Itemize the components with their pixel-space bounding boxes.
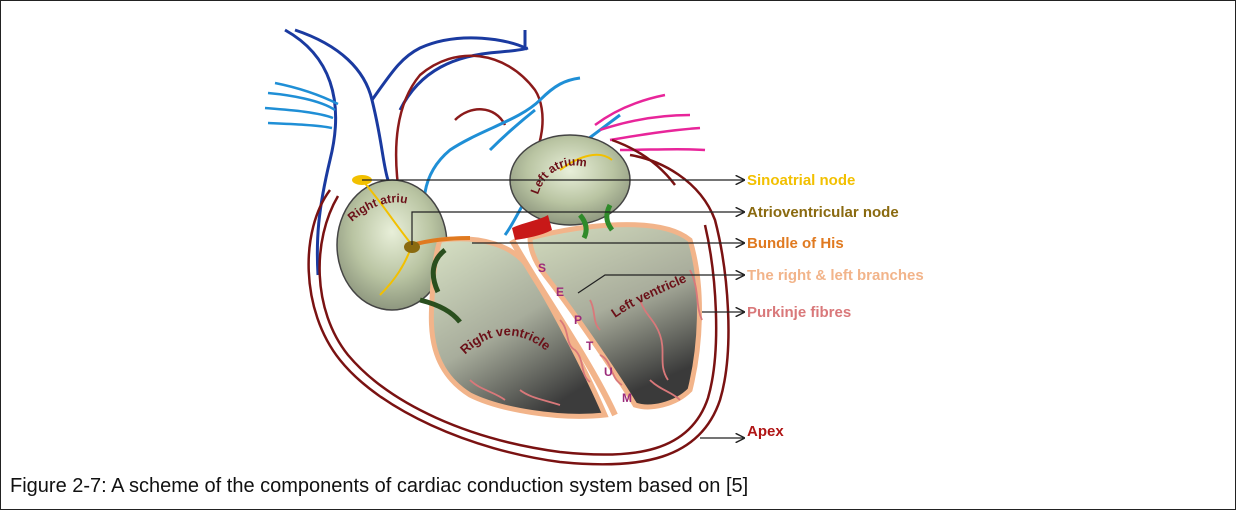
- label-atrioventricular-node: Atrioventricular node: [747, 204, 899, 221]
- pulmonary-vessels-left: [265, 83, 338, 128]
- septum-letter: M: [622, 391, 632, 405]
- septum-letter: U: [604, 365, 613, 379]
- label-sinoatrial-node: Sinoatrial node: [747, 172, 855, 189]
- septum-letter: P: [574, 313, 582, 327]
- label-branches: The right & left branches: [747, 267, 924, 284]
- septum-letter: S: [538, 261, 546, 275]
- label-bundle-of-his: Bundle of His: [747, 235, 844, 252]
- label-apex: Apex: [747, 423, 784, 440]
- septum-letter: T: [586, 339, 594, 353]
- label-purkinje-fibres: Purkinje fibres: [747, 304, 851, 321]
- septum-letter: E: [556, 285, 564, 299]
- figure-caption: Figure 2-7: A scheme of the components o…: [10, 475, 748, 498]
- right-atrium-label: Right atrium: [0, 0, 409, 224]
